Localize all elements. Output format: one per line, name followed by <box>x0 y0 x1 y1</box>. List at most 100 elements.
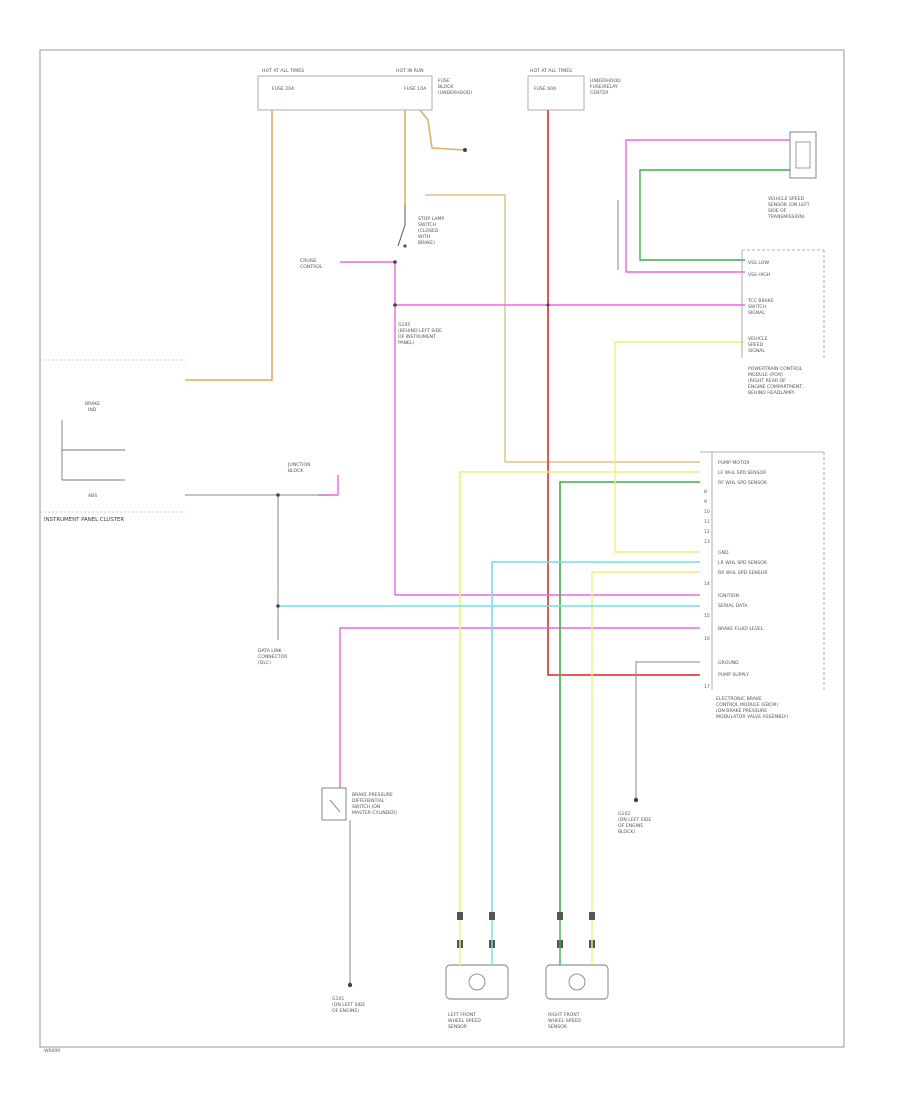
svg-text:WITH: WITH <box>418 234 430 240</box>
stop-lamp-switch: STOP LAMP SWITCH (CLOSED WITH BRAKE) <box>397 205 444 248</box>
wire-tan <box>419 109 466 151</box>
wire-pink <box>339 627 700 788</box>
svg-text:BLOCK): BLOCK) <box>618 829 635 835</box>
svg-text:8: 8 <box>704 489 707 495</box>
fuse-label: FUSE 10A <box>404 86 427 92</box>
wire-pink <box>340 261 700 596</box>
svg-text:ELECTRONIC BRAKE: ELECTRONIC BRAKE <box>716 696 762 702</box>
fuse-label: HOT AT ALL TIMES <box>530 68 572 74</box>
component-label: PANEL) <box>398 340 415 346</box>
wire-pink <box>625 139 790 273</box>
component-label: UNDERHOOD <box>590 78 621 84</box>
svg-text:17: 17 <box>704 684 710 690</box>
svg-text:15: 15 <box>704 613 710 619</box>
svg-text:SIDE OF: SIDE OF <box>768 208 787 214</box>
svg-text:VSS HIGH: VSS HIGH <box>748 272 770 278</box>
svg-text:ENGINE COMPARTMENT,: ENGINE COMPARTMENT, <box>748 384 804 390</box>
component-label: (DLC) <box>258 660 271 666</box>
svg-text:STOP LAMP: STOP LAMP <box>418 216 444 222</box>
svg-text:LEFT FRONT: LEFT FRONT <box>448 1012 476 1018</box>
ebcm-module: PUMP MOTOR LF WHL SPD SENSOR RF WHL SPD … <box>700 451 825 720</box>
svg-text:14: 14 <box>704 581 710 587</box>
instrument-panel-cluster: BRAKE IND ABS INSTRUMENT PANEL CLUSTER <box>40 359 185 523</box>
svg-text:BRAKE: BRAKE <box>85 401 100 407</box>
svg-text:SWITCH (ON: SWITCH (ON <box>352 804 380 810</box>
svg-text:G102: G102 <box>618 811 630 817</box>
svg-text:WHEEL SPEED: WHEEL SPEED <box>548 1018 581 1024</box>
svg-text:SENSOR: SENSOR <box>448 1024 468 1030</box>
component-label: CONNECTOR <box>258 654 288 660</box>
brake-fluid-level-switch: BRAKE PRESSURE DIFFERENTIAL SWITCH (ON M… <box>321 787 397 1014</box>
svg-text:GROUND: GROUND <box>718 660 739 666</box>
wire-cyan <box>491 561 700 915</box>
diagram-code: W0000 <box>44 1048 60 1054</box>
svg-text:CONTROL MODULE (EBCM): CONTROL MODULE (EBCM) <box>716 702 778 708</box>
svg-text:WHEEL SPEED: WHEEL SPEED <box>448 1018 481 1024</box>
svg-text:(ON LEFT SIDE: (ON LEFT SIDE <box>332 1002 365 1008</box>
svg-text:SENSOR: SENSOR <box>548 1024 568 1030</box>
vehicle-speed-sensor: VEHICLE SPEED SENSOR (ON LEFT SIDE OF TR… <box>767 131 817 220</box>
svg-text:TRANSMISSION): TRANSMISSION) <box>767 214 805 220</box>
svg-text:GND: GND <box>718 550 729 556</box>
component-label: (UNDERHOOD) <box>438 90 472 96</box>
svg-text:LR WHL SPD SENSOR: LR WHL SPD SENSOR <box>718 560 768 566</box>
svg-text:PUMP MOTOR: PUMP MOTOR <box>718 460 750 466</box>
svg-text:MODULATOR VALVE ASSEMBLY): MODULATOR VALVE ASSEMBLY) <box>716 714 788 720</box>
svg-text:BRAKE PRESSURE: BRAKE PRESSURE <box>352 792 393 798</box>
svg-text:OF ENGINE: OF ENGINE <box>618 823 643 829</box>
svg-text:SIGNAL: SIGNAL <box>748 348 765 354</box>
component-label: BLOCK <box>288 468 304 474</box>
fuse-label: HOT IN RUN <box>396 68 424 74</box>
svg-text:11: 11 <box>704 519 710 525</box>
svg-text:(CLOSED: (CLOSED <box>418 228 439 234</box>
component-label: CONTROL <box>300 264 323 270</box>
fuse-label: HOT AT ALL TIMES <box>262 68 304 74</box>
svg-text:OF ENGINE): OF ENGINE) <box>332 1008 359 1014</box>
splice-points <box>276 260 550 608</box>
svg-text:VEHICLE: VEHICLE <box>748 336 768 342</box>
svg-text:TCC BRAKE: TCC BRAKE <box>747 298 774 304</box>
svg-text:PUMP SUPPLY: PUMP SUPPLY <box>718 672 749 678</box>
wire-orange <box>185 110 273 381</box>
svg-text:LF WHL SPD SENSOR: LF WHL SPD SENSOR <box>718 470 767 476</box>
svg-text:(ON LEFT SIDE: (ON LEFT SIDE <box>618 817 651 823</box>
wire-green <box>559 481 700 915</box>
cluster-label: INSTRUMENT PANEL CLUSTER <box>44 517 124 523</box>
powertrain-control-module: VSS LOW VSS HIGH TCC BRAKE SWITCH SIGNAL… <box>741 249 825 396</box>
svg-text:BEHIND HEADLAMP): BEHIND HEADLAMP) <box>748 390 795 396</box>
fuse-block-right <box>527 75 585 111</box>
svg-text:16: 16 <box>704 636 710 642</box>
svg-text:13: 13 <box>704 539 710 545</box>
svg-text:SPEED: SPEED <box>748 342 763 348</box>
wire-gray <box>635 661 700 800</box>
component-label: DATA LINK <box>258 648 283 654</box>
svg-text:(RIGHT REAR OF: (RIGHT REAR OF <box>748 378 786 384</box>
fuse-label: FUSE 60A <box>534 86 557 92</box>
fuse-block-left <box>257 75 433 111</box>
svg-text:MASTER CYLINDER): MASTER CYLINDER) <box>352 810 397 816</box>
component-label: G105 <box>398 322 410 328</box>
left-wheel-speed-sensor: LEFT FRONT WHEEL SPEED SENSOR <box>445 964 509 1030</box>
svg-text:RIGHT FRONT: RIGHT FRONT <box>548 1012 580 1018</box>
component-label: FUSE <box>438 78 450 84</box>
wire-yellow <box>591 571 700 915</box>
svg-text:BRAKE FLUID LEVEL: BRAKE FLUID LEVEL <box>718 626 764 632</box>
component-label: BLOCK <box>438 84 454 90</box>
svg-text:(ON BRAKE PRESSURE: (ON BRAKE PRESSURE <box>716 708 767 714</box>
wire-red <box>547 110 700 676</box>
component-label: (BEHIND LEFT SIDE <box>398 328 442 334</box>
component-label: CRUISE <box>300 258 317 264</box>
wire-yellow <box>459 471 700 915</box>
svg-text:RF WHL SPD SENSOR: RF WHL SPD SENSOR <box>718 480 768 486</box>
svg-text:ABS: ABS <box>88 493 97 499</box>
svg-text:RR WHL SPD SENSOR: RR WHL SPD SENSOR <box>718 570 768 576</box>
svg-text:9: 9 <box>704 499 707 505</box>
component-label: OF INSTRUMENT <box>398 334 436 340</box>
wheel-sensor-connectors <box>457 912 595 948</box>
component-label: CENTER <box>590 90 609 96</box>
svg-text:SWITCH: SWITCH <box>748 304 766 310</box>
fuse-label: FUSE 20A <box>272 86 295 92</box>
svg-text:VSS LOW: VSS LOW <box>748 260 769 266</box>
right-wheel-speed-sensor: RIGHT FRONT WHEEL SPEED SENSOR <box>545 964 609 1030</box>
